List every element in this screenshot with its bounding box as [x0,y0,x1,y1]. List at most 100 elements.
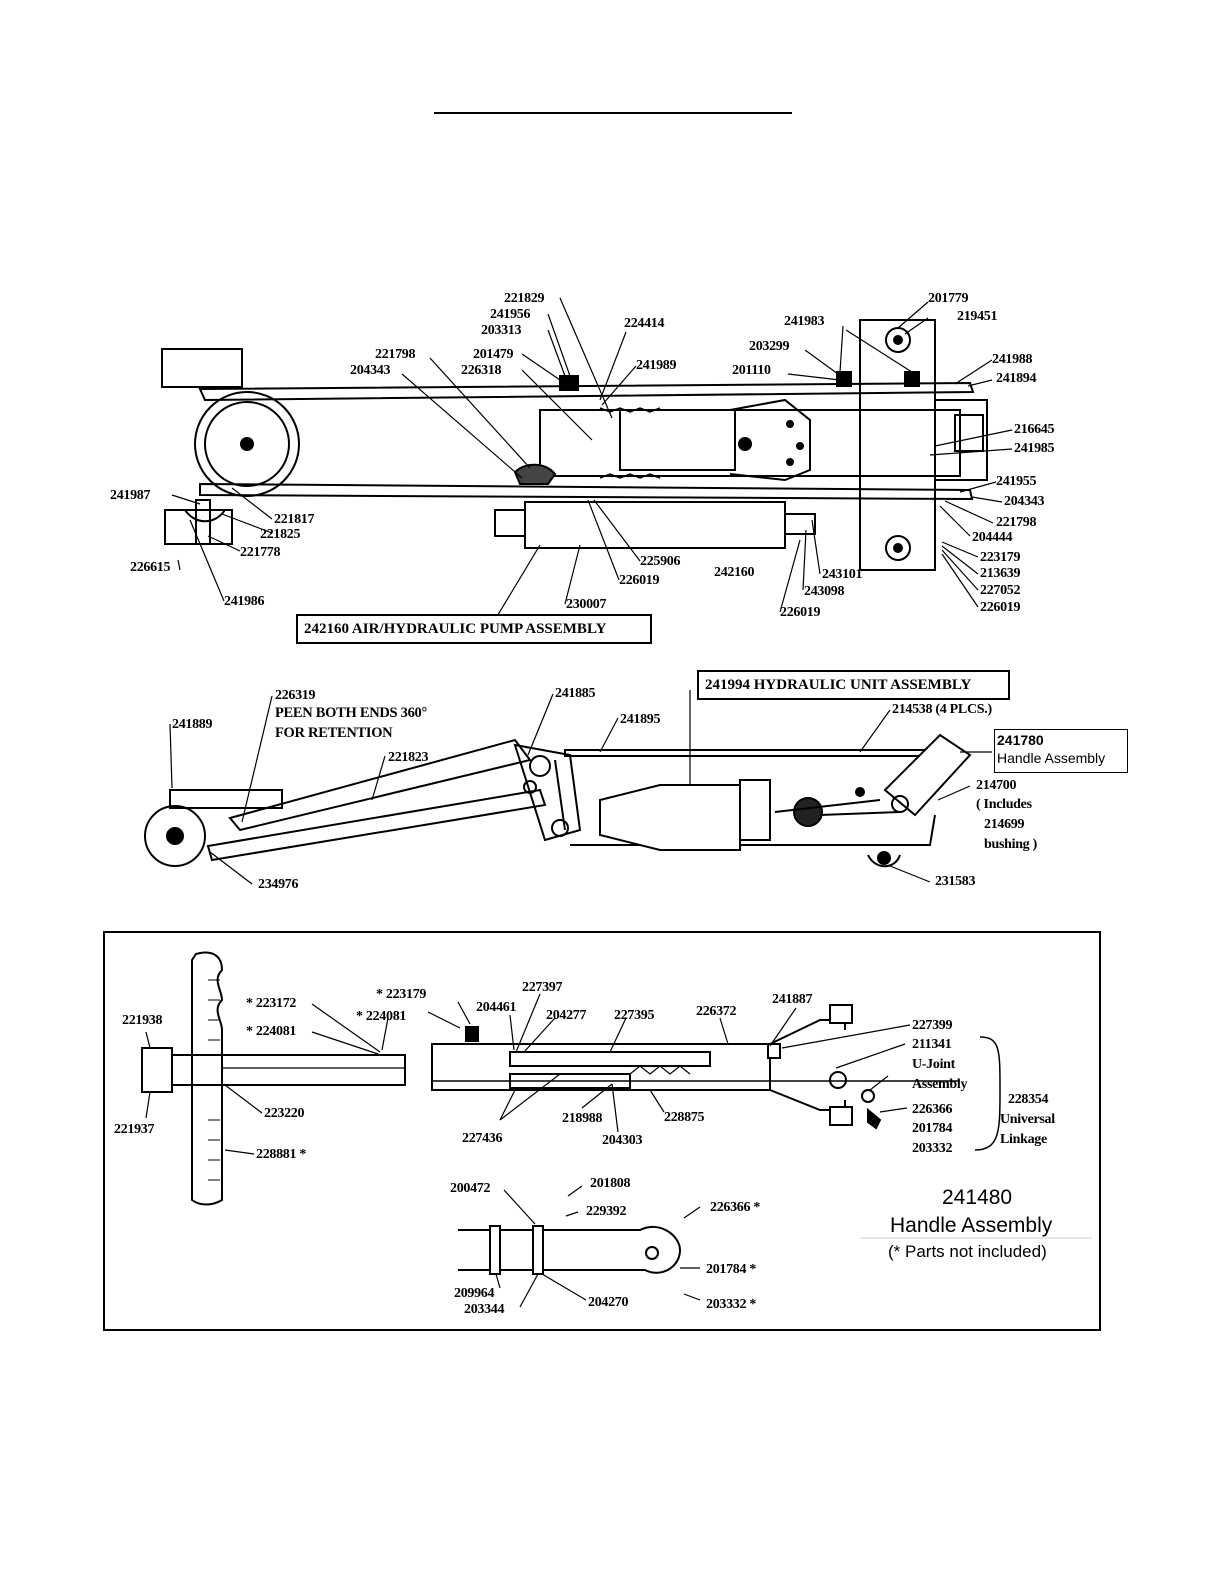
part-label: 203299 [749,339,790,354]
part-label: * 224081 [356,1009,407,1024]
part-label: 216645 [1014,422,1055,437]
part-label: ( Includes [976,797,1032,812]
part-label: 243098 [804,584,845,599]
part-label: 221798 [375,347,416,362]
part-label: 241895 [620,712,661,727]
part-label: 241985 [1014,441,1055,456]
part-label: Assembly [912,1077,968,1092]
part-label: 203332 [912,1141,953,1156]
part-label: 241987 [110,488,151,503]
part-label: 226318 [461,363,502,378]
side-view-frame [144,690,992,885]
part-label: 226366 * [710,1200,761,1215]
part-label: 226319 [275,688,316,703]
part-label: 241956 [490,307,531,322]
part-label: 241887 [772,992,813,1007]
part-label: 223179 [980,550,1021,565]
part-label: 241986 [224,594,265,609]
part-label: 230007 [566,597,607,612]
part-label: 241894 [996,371,1037,386]
part-label: 213639 [980,566,1021,581]
part-label: 229392 [586,1204,627,1219]
part-label: 200472 [450,1181,491,1196]
part-label: 214699 [984,817,1025,832]
part-label: 226019 [780,605,821,620]
handle-assembly-caption-number: 241480 [942,1186,1013,1209]
title-rule [434,112,792,114]
part-label: 201784 [912,1121,953,1136]
part-label: 243101 [822,567,863,582]
part-label: 211341 [912,1037,952,1052]
part-label: 204343 [350,363,391,378]
part-label: 214538 (4 PLCS.) [892,702,992,717]
part-label: 226615 [130,560,171,575]
part-label: 221823 [388,750,429,765]
part-label: 203344 [464,1302,505,1317]
peen-note-line2: FOR RETENTION [275,725,393,741]
part-label: 221778 [240,545,281,560]
part-label: 201784 * [706,1262,757,1277]
part-label: 201779 [928,291,969,306]
callout-number: 241780 [997,732,1044,748]
part-label: 221937 [114,1122,155,1137]
part-label: * 223179 [376,987,427,1002]
top-view-frame [161,297,1013,629]
part-label: 204303 [602,1133,643,1148]
part-label: * 223172 [246,996,297,1011]
part-label: 201479 [473,347,514,362]
part-label: 227395 [614,1008,655,1023]
universal-linkage-label: Linkage [1000,1132,1047,1147]
part-label: 241988 [992,352,1033,367]
part-label: 203332 * [706,1297,757,1312]
part-label: 227052 [980,583,1021,598]
universal-linkage-number: 228354 [1008,1092,1049,1107]
part-label: 227399 [912,1018,953,1033]
part-label: bushing ) [984,837,1037,852]
part-label: 241889 [172,717,213,732]
part-label: 204461 [476,1000,517,1015]
part-label: 228881 * [256,1147,307,1162]
part-label: 234976 [258,877,299,892]
part-label: 219451 [957,309,998,324]
part-label: 241955 [996,474,1037,489]
part-label: 225906 [640,554,681,569]
hydraulic-unit-assembly-title: 241994 HYDRAULIC UNIT ASSEMBLY [697,670,1010,700]
part-label: 221938 [122,1013,163,1028]
part-label: 204277 [546,1008,587,1023]
part-label: 242160 [714,565,755,580]
handle-assembly-caption-note: (* Parts not included) [888,1242,1047,1261]
part-label: 241885 [555,686,596,701]
part-label: 201110 [732,363,771,378]
part-label: 204270 [588,1295,629,1310]
part-label: 201808 [590,1176,631,1191]
universal-linkage-label: Universal [1000,1112,1055,1127]
part-label: 224414 [624,316,665,331]
part-label: 203313 [481,323,522,338]
part-label: 241983 [784,314,825,329]
handle-assembly-callout: 241780 Handle Assembly [994,729,1128,773]
part-label: 227397 [522,980,563,995]
handle-assembly-panel [103,931,1101,1331]
part-label: 231583 [935,874,976,889]
part-label: 228875 [664,1110,705,1125]
part-label: 226366 [912,1102,953,1117]
part-label: 221817 [274,512,315,527]
part-label: 221829 [504,291,545,306]
part-label: * 224081 [246,1024,297,1039]
air-hydraulic-pump-assembly-title: 242160 AIR/HYDRAULIC PUMP ASSEMBLY [296,614,652,644]
part-label: 221825 [260,527,301,542]
part-label: 204444 [972,530,1013,545]
part-label: 226019 [980,600,1021,615]
peen-note-line1: PEEN BOTH ENDS 360° [275,705,427,721]
part-label: 223220 [264,1106,305,1121]
part-label: 209964 [454,1286,495,1301]
part-label: 221798 [996,515,1037,530]
handle-assembly-drawing [141,951,1092,1308]
part-label: U-Joint [912,1057,956,1072]
part-label: 214700 [976,778,1017,793]
part-label: 226372 [696,1004,737,1019]
part-label: 226019 [619,573,660,588]
part-label: 227436 [462,1131,503,1146]
